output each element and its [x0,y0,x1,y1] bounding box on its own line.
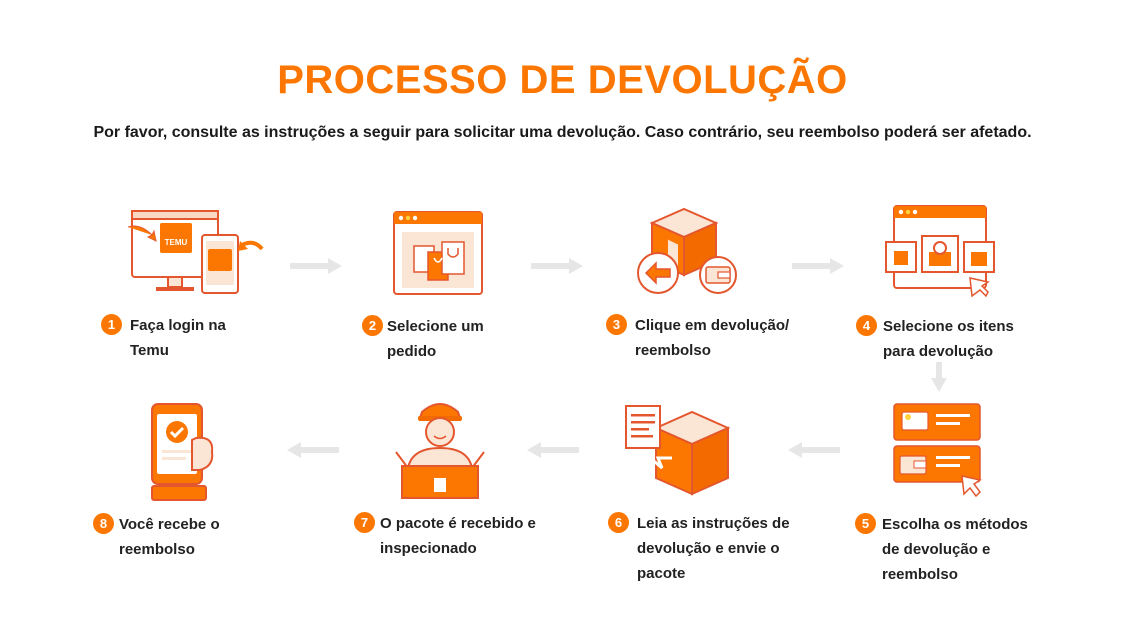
devices-login-illustration: TEMU [127,210,264,294]
arrow-left-3 [287,442,339,458]
payment-methods-illustration [893,403,982,498]
temu-logo-text: TEMU [165,238,188,247]
step-label-line: reembolso [635,342,711,359]
step-label-line: Clique em devolução/ [635,317,790,334]
arrow-right-2 [531,258,583,274]
step-label-line: de devolução e [882,541,991,558]
step-2: 2 Selecione um pedido [362,314,484,364]
step-number-badge: 8 [93,513,114,534]
step-label-line: inspecionado [380,540,477,557]
step-7: 7 O pacote é recebido e inspecionado [354,511,536,561]
arrow-left-1 [788,442,840,458]
step-label-line: Faça login na [130,317,226,334]
arrow-down [931,362,947,392]
step-number-badge: 7 [354,512,375,533]
step-label-line: reembolso [882,566,958,583]
step-number-badge: 5 [855,513,876,534]
step-label: Você recebe o reembolso [119,512,220,562]
step-label: Faça login na Temu [130,313,226,363]
box-return-illustration [637,207,737,294]
step-label: Escolha os métodos de devolução e reembo… [882,512,1028,587]
step-1: 1 Faça login na Temu [101,313,226,363]
step-8: 8 Você recebe o reembolso [93,512,220,562]
step-4: 4 Selecione os itens para devolução [856,314,1014,364]
package-inspection-illustration [395,403,485,499]
browser-bags-illustration [393,211,483,295]
step-3: 3 Clique em devolução/ reembolso [606,313,789,363]
step-label-line: devolução e envie o [637,540,780,557]
instructions-package-illustration [625,405,731,496]
step-label-line: pedido [387,343,437,360]
step-label-line: Você recebe o [119,516,220,533]
step-label-line: pacote [637,565,686,582]
step-label-line: Temu [130,342,169,359]
page-title: PROCESSO DE DEVOLUÇÃO [277,58,848,102]
step-label: Selecione um pedido [387,314,484,364]
step-label: O pacote é recebido e inspecionado [380,511,536,561]
arrow-left-2 [527,442,579,458]
step-number-badge: 2 [362,315,383,336]
step-number-badge: 4 [856,315,877,336]
step-label: Clique em devolução/ reembolso [635,313,789,363]
step-label: Selecione os itens para devolução [883,314,1014,364]
step-label-line: Escolha os métodos [882,516,1028,533]
step-label-line: Selecione um [387,318,484,335]
step-label-line: Selecione os itens [883,318,1014,335]
select-items-illustration [885,205,995,298]
step-label: Leia as instruções de devolução e envie … [637,511,790,586]
step-number-badge: 1 [101,314,122,335]
arrow-right-1 [290,258,342,274]
step-number-badge: 6 [608,512,629,533]
step-label-line: O pacote é recebido e [380,515,536,532]
step-label-line: para devolução [883,343,994,360]
step-label-line: reembolso [119,541,195,558]
step-number-badge: 3 [606,314,627,335]
refund-received-illustration [151,403,214,501]
arrow-right-3 [792,258,844,274]
step-5: 5 Escolha os métodos de devolução e reem… [855,512,1028,587]
step-label-line: Leia as instruções de [637,515,790,532]
page-subtitle: Por favor, consulte as instruções a segu… [93,124,1032,141]
step-6: 6 Leia as instruções de devolução e envi… [608,511,790,586]
